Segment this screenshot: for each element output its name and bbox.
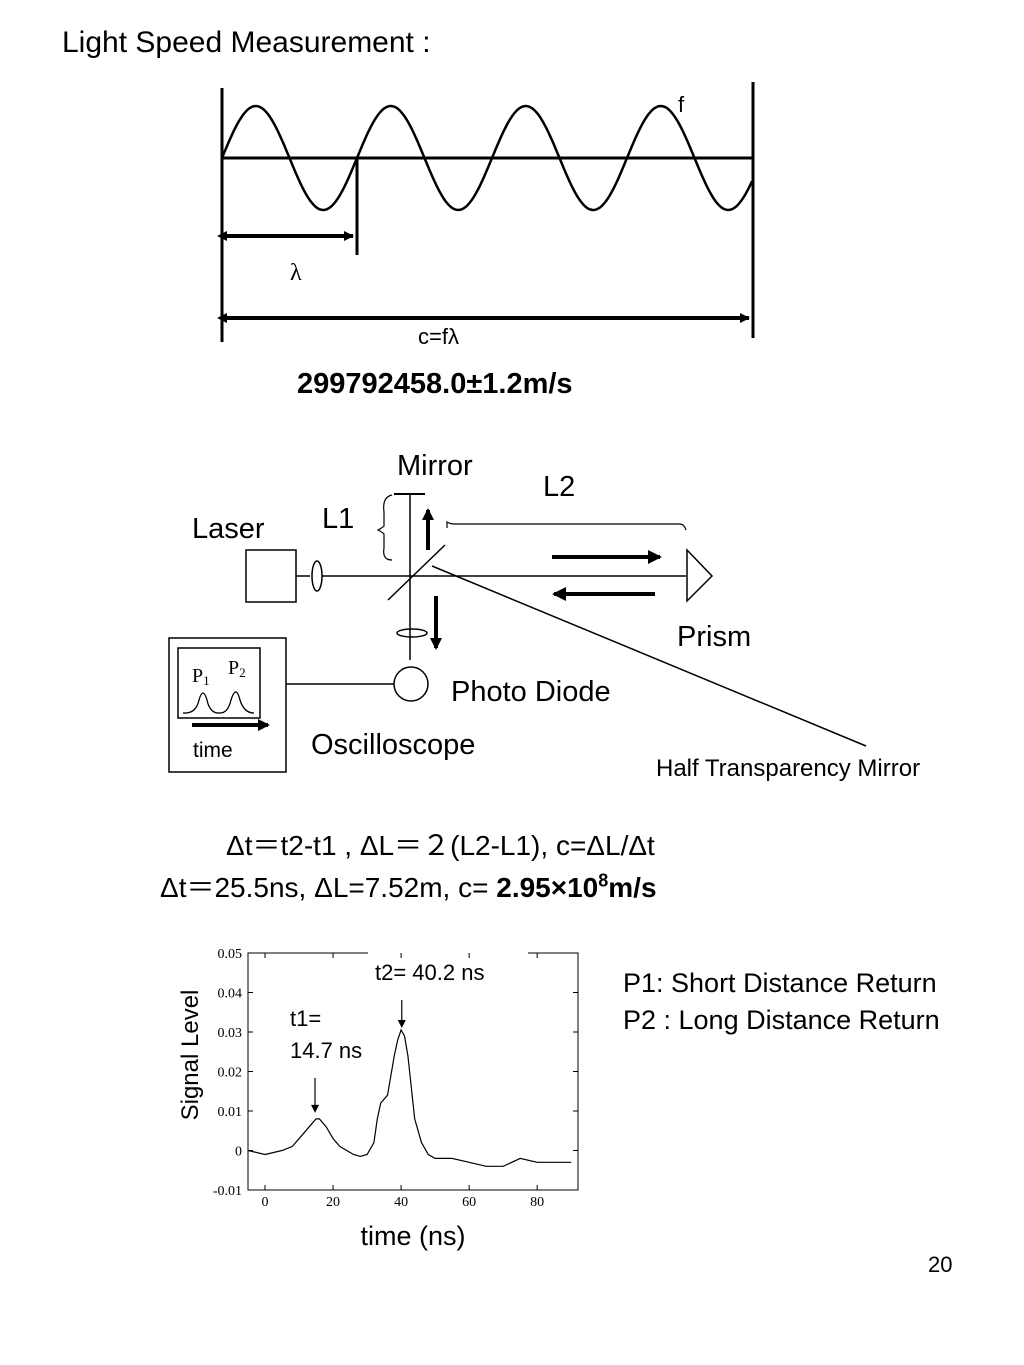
formula-line-2: Δt＝25.5ns, ΔL=7.52m, c= 2.95×108m/s bbox=[160, 866, 657, 906]
svg-text:P1: P1 bbox=[192, 665, 210, 688]
t2-arrowhead-icon bbox=[397, 1020, 406, 1029]
x-tick-label: 20 bbox=[326, 1195, 340, 1210]
scope-p1: P bbox=[192, 665, 203, 687]
half-mirror-label: Half Transparency Mirror bbox=[656, 755, 920, 782]
oscilloscope-screen bbox=[177, 647, 261, 719]
relation-label: c=fλ bbox=[418, 324, 459, 349]
formula-line-2-exp: 8 bbox=[598, 870, 609, 891]
formula-line-1: Δt＝t2-t1 , ΔL＝２(L2-L1), c=ΔL/Δt bbox=[226, 830, 655, 861]
mirror-label: Mirror bbox=[397, 450, 473, 482]
y-axis-label: Signal Level bbox=[177, 990, 204, 1121]
scope-time-label: time bbox=[193, 739, 233, 762]
x-tick-label: 40 bbox=[394, 1195, 408, 1210]
l1-brace bbox=[376, 494, 393, 561]
legend-note-p2: P2 : Long Distance Return bbox=[623, 1005, 940, 1035]
signal-line bbox=[247, 1028, 572, 1167]
y-tick-label: 0.02 bbox=[218, 1066, 243, 1081]
y-tick-label: 0.01 bbox=[218, 1105, 243, 1120]
page-number: 20 bbox=[928, 1252, 953, 1277]
t1-value: 14.7 ns bbox=[290, 1038, 362, 1063]
prism-label: Prism bbox=[677, 621, 751, 653]
x-tick-label: 0 bbox=[262, 1195, 269, 1210]
legend-note-p1: P1: Short Distance Return bbox=[623, 968, 937, 998]
formula-line-2-prefix: Δt＝25.5ns, ΔL=7.52m, c= bbox=[160, 872, 497, 903]
measured-speed: 299792458.0±1.2m/s bbox=[297, 368, 573, 400]
half-mirror-pointer bbox=[431, 565, 867, 747]
formula-line-2-unit: m/s bbox=[608, 872, 657, 903]
oscilloscope-box bbox=[168, 637, 287, 773]
photo-diode-label: Photo Diode bbox=[451, 676, 611, 708]
freq-label: f bbox=[678, 92, 685, 117]
l2-label: L2 bbox=[543, 471, 575, 503]
oscilloscope-label: Oscilloscope bbox=[311, 729, 475, 761]
y-tick-label: -0.01 bbox=[213, 1184, 242, 1199]
half-mirror-icon bbox=[387, 544, 446, 601]
y-tick-label: 0.05 bbox=[218, 947, 243, 962]
t1-label: t1= bbox=[290, 1006, 321, 1031]
scope-p2-sub: 2 bbox=[239, 665, 246, 680]
scope-p2: P bbox=[228, 657, 239, 679]
x-tick-label: 60 bbox=[462, 1195, 476, 1210]
page-title: Light Speed Measurement : bbox=[62, 26, 431, 59]
scope-p1-sub: 1 bbox=[203, 673, 210, 688]
wavelength-label: λ bbox=[290, 260, 302, 286]
laser-label: Laser bbox=[192, 513, 265, 545]
plot-frame bbox=[247, 952, 579, 1191]
y-tick-label: 0 bbox=[235, 1145, 242, 1160]
svg-text:P2: P2 bbox=[228, 657, 246, 680]
formula-line-2-value: 2.95×10 bbox=[496, 872, 599, 903]
x-axis-label: time (ns) bbox=[360, 1221, 465, 1251]
y-tick-label: 0.03 bbox=[218, 1026, 243, 1041]
label-gap bbox=[368, 951, 528, 956]
t2-label: t2= 40.2 ns bbox=[375, 960, 484, 985]
t1-arrowhead-icon bbox=[311, 1104, 320, 1113]
sine-wave bbox=[220, 104, 754, 212]
diode-lens-icon bbox=[396, 628, 428, 638]
l1-label: L1 bbox=[322, 503, 354, 535]
y-tick-label: 0.04 bbox=[218, 987, 243, 1002]
l2-bracket bbox=[446, 520, 687, 531]
x-tick-label: 80 bbox=[530, 1195, 544, 1210]
prism-icon bbox=[686, 548, 714, 603]
scope-pulses bbox=[182, 691, 255, 714]
